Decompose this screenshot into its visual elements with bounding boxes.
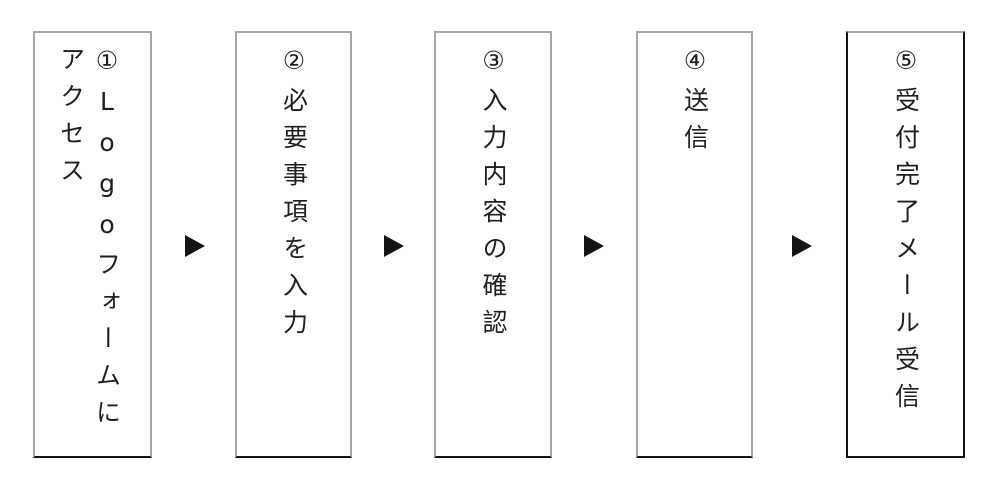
arrow-right-icon xyxy=(584,235,604,257)
step-box-5: ⑤受付完了メール受信 xyxy=(846,31,965,458)
step-1-text-column-1: ①Logoフォームに xyxy=(92,46,122,436)
step-box-1: ①Logoフォームに アクセス xyxy=(33,31,152,458)
step-3-text-column: ③入力内容の確認 xyxy=(479,46,508,346)
step-5-text-column: ⑤受付完了メール受信 xyxy=(891,46,921,420)
step-4-text-column: ④送信 xyxy=(680,46,710,161)
arrow-right-icon xyxy=(384,235,404,257)
step-1-text-column-2: アクセス xyxy=(56,46,86,194)
step-box-2: ②必要事項を入力 xyxy=(235,31,352,458)
step-box-4: ④送信 xyxy=(636,31,753,458)
step-box-3: ③入力内容の確認 xyxy=(434,31,552,458)
arrow-right-icon xyxy=(185,235,205,257)
step-2-text-column: ②必要事項を入力 xyxy=(279,46,309,346)
arrow-right-icon xyxy=(792,235,812,257)
